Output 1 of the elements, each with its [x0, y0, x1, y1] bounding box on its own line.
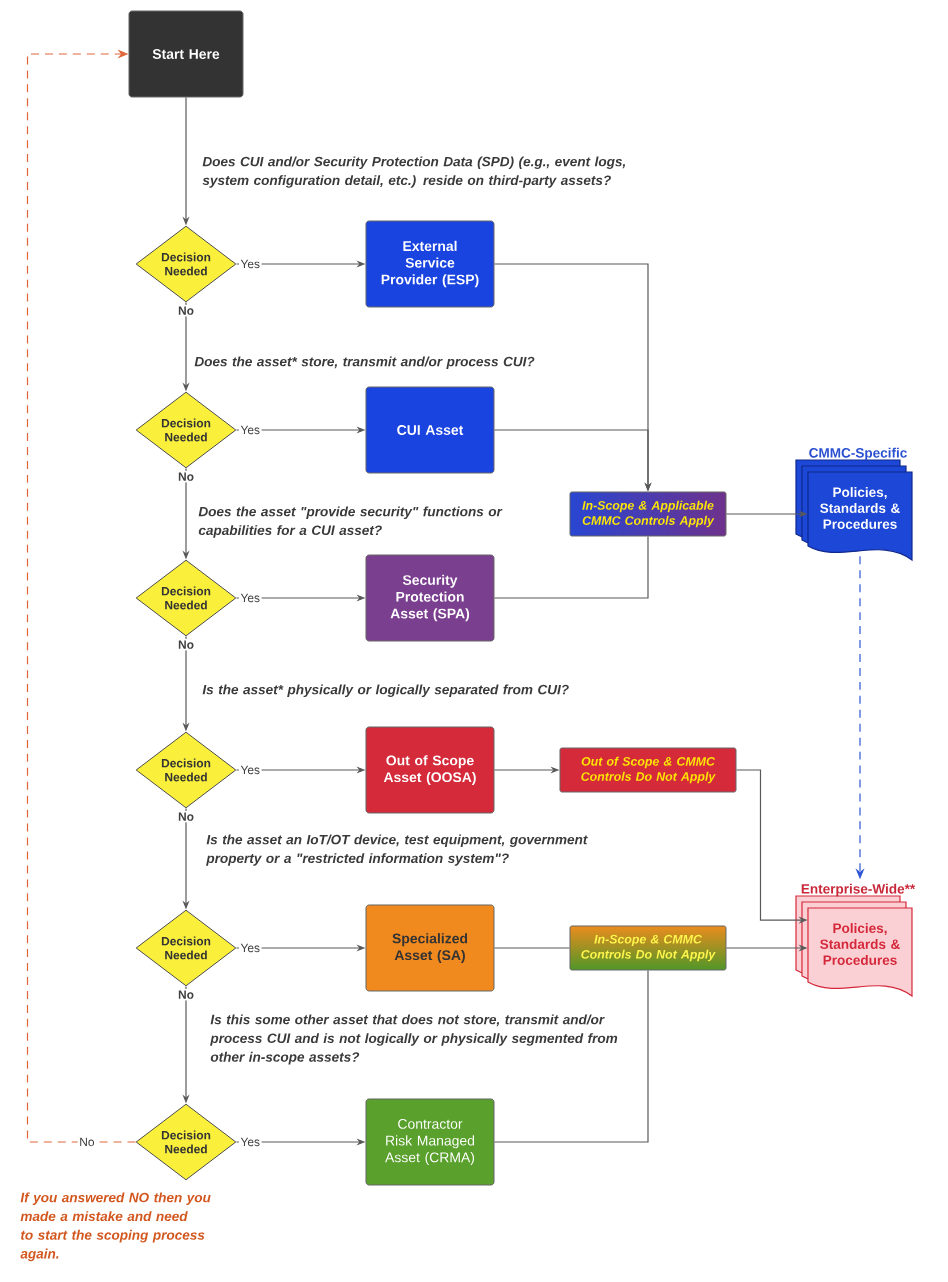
arrow: [26, 49, 137, 1143]
